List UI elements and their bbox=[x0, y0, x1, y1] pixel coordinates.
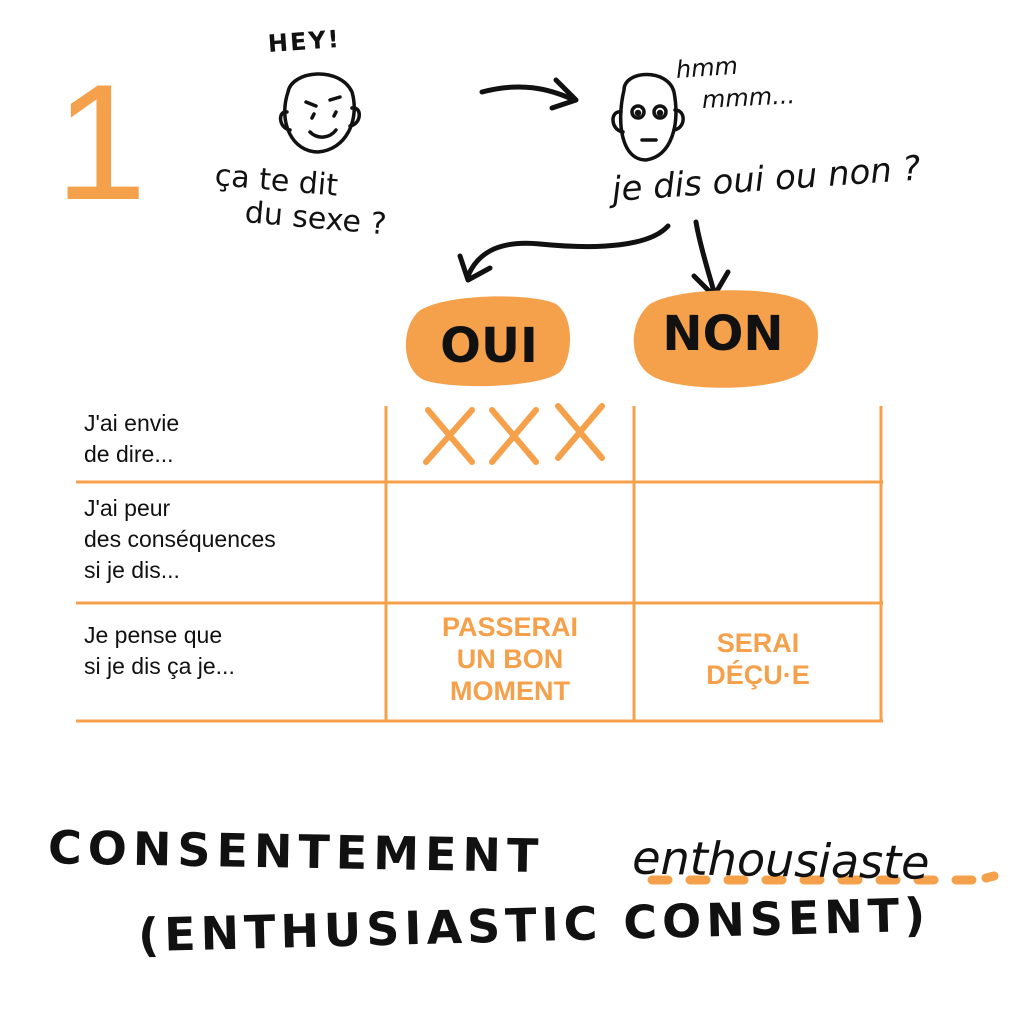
table-row-label-envie: J'ai envie de dire... bbox=[84, 410, 180, 467]
cross-marks-icon bbox=[423, 403, 605, 465]
arrow-to-non-icon bbox=[691, 219, 731, 299]
table-row-label-peur: J'ai peur des conséquences si je dis... bbox=[84, 495, 276, 583]
arrow-to-oui-icon bbox=[457, 223, 671, 283]
table-row-label-pense: Je pense que si je dis ça je... bbox=[84, 622, 235, 679]
oui-blob bbox=[405, 296, 570, 387]
non-blob bbox=[633, 290, 818, 388]
choice-non-label: NON bbox=[662, 306, 784, 362]
title-line-1: CONSENTEMENT enthousiaste bbox=[48, 820, 930, 889]
table-cell-pense-oui: PASSERAI UN BON MOMENT bbox=[441, 612, 579, 706]
speaker-2-thinking-line-1: hmm bbox=[675, 51, 739, 84]
speaker-2-thinking-line-2: mmm... bbox=[701, 81, 796, 114]
accent-underline bbox=[647, 871, 999, 885]
face-2-icon bbox=[611, 72, 685, 162]
step-number: 1 bbox=[55, 50, 147, 234]
face-1-icon bbox=[278, 72, 361, 154]
title-main: CONSENTEMENT bbox=[47, 820, 545, 883]
decision-table-grid bbox=[76, 406, 883, 723]
speaker-1-exclamation: HEY! bbox=[267, 24, 342, 58]
choice-oui-label: OUI bbox=[440, 318, 538, 374]
table-cell-pense-non: SERAI DÉÇU·E bbox=[706, 628, 810, 690]
arrow-right-icon bbox=[479, 77, 579, 111]
title-accent-word: enthousiaste bbox=[631, 830, 930, 890]
